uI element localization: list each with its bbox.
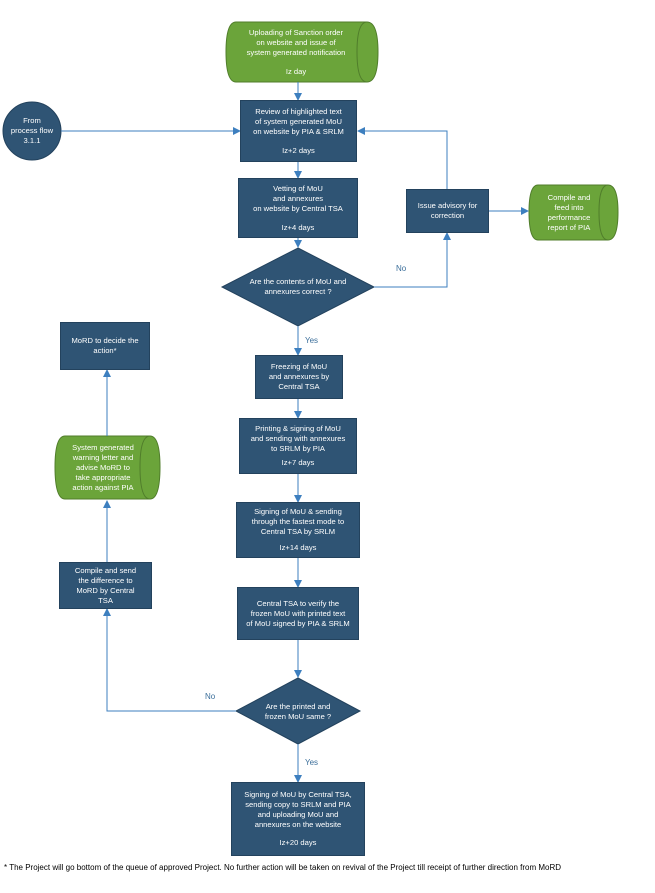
final-box-day: Iz+20 days	[279, 838, 317, 847]
from-process-text: From process flow 3.1.1	[10, 116, 54, 145]
arrow-decision2-no-compile	[103, 608, 236, 712]
footnote: * The Project will go bottom of the queu…	[4, 863, 562, 872]
printing-box-text: Printing & signing of MoU and sending wi…	[250, 424, 346, 453]
start-terminal: Uploading of Sanction order on website a…	[226, 22, 366, 82]
compile-feed-terminal-shape	[528, 184, 619, 241]
signing-srlm-box: Signing of MoU & sending through the fas…	[236, 502, 360, 558]
mord-decide-text: MoRD to decide the action*	[71, 336, 139, 355]
compile-send-text: Compile and send the difference to MoRD …	[74, 565, 137, 605]
final-box-text: Signing of MoU by Central TSA, sending c…	[244, 790, 352, 829]
review-box-day: Iz+2 days	[282, 145, 315, 155]
issue-advisory-text: Issue advisory for correction	[417, 201, 478, 220]
decision2-no-label: No	[205, 692, 216, 701]
arrow-issue-review	[357, 127, 448, 189]
start-terminal-day: Iz day	[285, 66, 307, 76]
signing-srlm-day: Iz+14 days	[279, 543, 317, 552]
printing-box: Printing & signing of MoU and sending wi…	[239, 418, 357, 474]
mord-decide-box: MoRD to decide the action*	[60, 322, 150, 370]
verify-box: Central TSA to verify the frozen MoU wit…	[237, 587, 359, 640]
decision2-text: Are the printed and frozen MoU same ?	[264, 702, 332, 721]
arrow-decision1-no-issue	[374, 232, 451, 288]
warning-terminal: System generated warning letter and advi…	[55, 436, 151, 499]
freezing-box-text: Freezing of MoU and annexures by Central…	[268, 362, 330, 391]
decision2-yes-label: Yes	[305, 758, 319, 767]
review-box-text: Review of highlighted text of system gen…	[253, 106, 344, 136]
decision1-no-label: No	[396, 264, 407, 273]
printing-box-day: Iz+7 days	[281, 458, 315, 467]
vetting-box-day: Iz+4 days	[281, 222, 315, 232]
warning-terminal-shape	[54, 435, 161, 500]
review-box: Review of highlighted text of system gen…	[240, 100, 357, 162]
start-terminal-text: Uploading of Sanction order on website a…	[246, 27, 346, 57]
signing-srlm-text: Signing of MoU & sending through the fas…	[251, 507, 345, 536]
compile-send-box: Compile and send the difference to MoRD …	[59, 562, 152, 609]
decision1-yes-label: Yes	[305, 336, 319, 345]
warning-terminal-text: System generated warning letter and advi…	[72, 442, 134, 492]
decision1-text: Are the contents of MoU and annexures co…	[249, 277, 347, 296]
compile-feed-terminal: Compile and feed into performance report…	[529, 185, 609, 240]
issue-advisory-box: Issue advisory for correction	[406, 189, 489, 233]
verify-box-text: Central TSA to verify the frozen MoU wit…	[246, 598, 350, 628]
freezing-box: Freezing of MoU and annexures by Central…	[255, 355, 343, 399]
vetting-box: Vetting of MoU and annexures on website …	[238, 178, 358, 238]
compile-feed-text: Compile and feed into performance report…	[547, 192, 591, 232]
final-box: Signing of MoU by Central TSA, sending c…	[231, 782, 365, 856]
vetting-box-text: Vetting of MoU and annexures on website …	[253, 183, 343, 213]
start-terminal-shape	[225, 21, 379, 83]
